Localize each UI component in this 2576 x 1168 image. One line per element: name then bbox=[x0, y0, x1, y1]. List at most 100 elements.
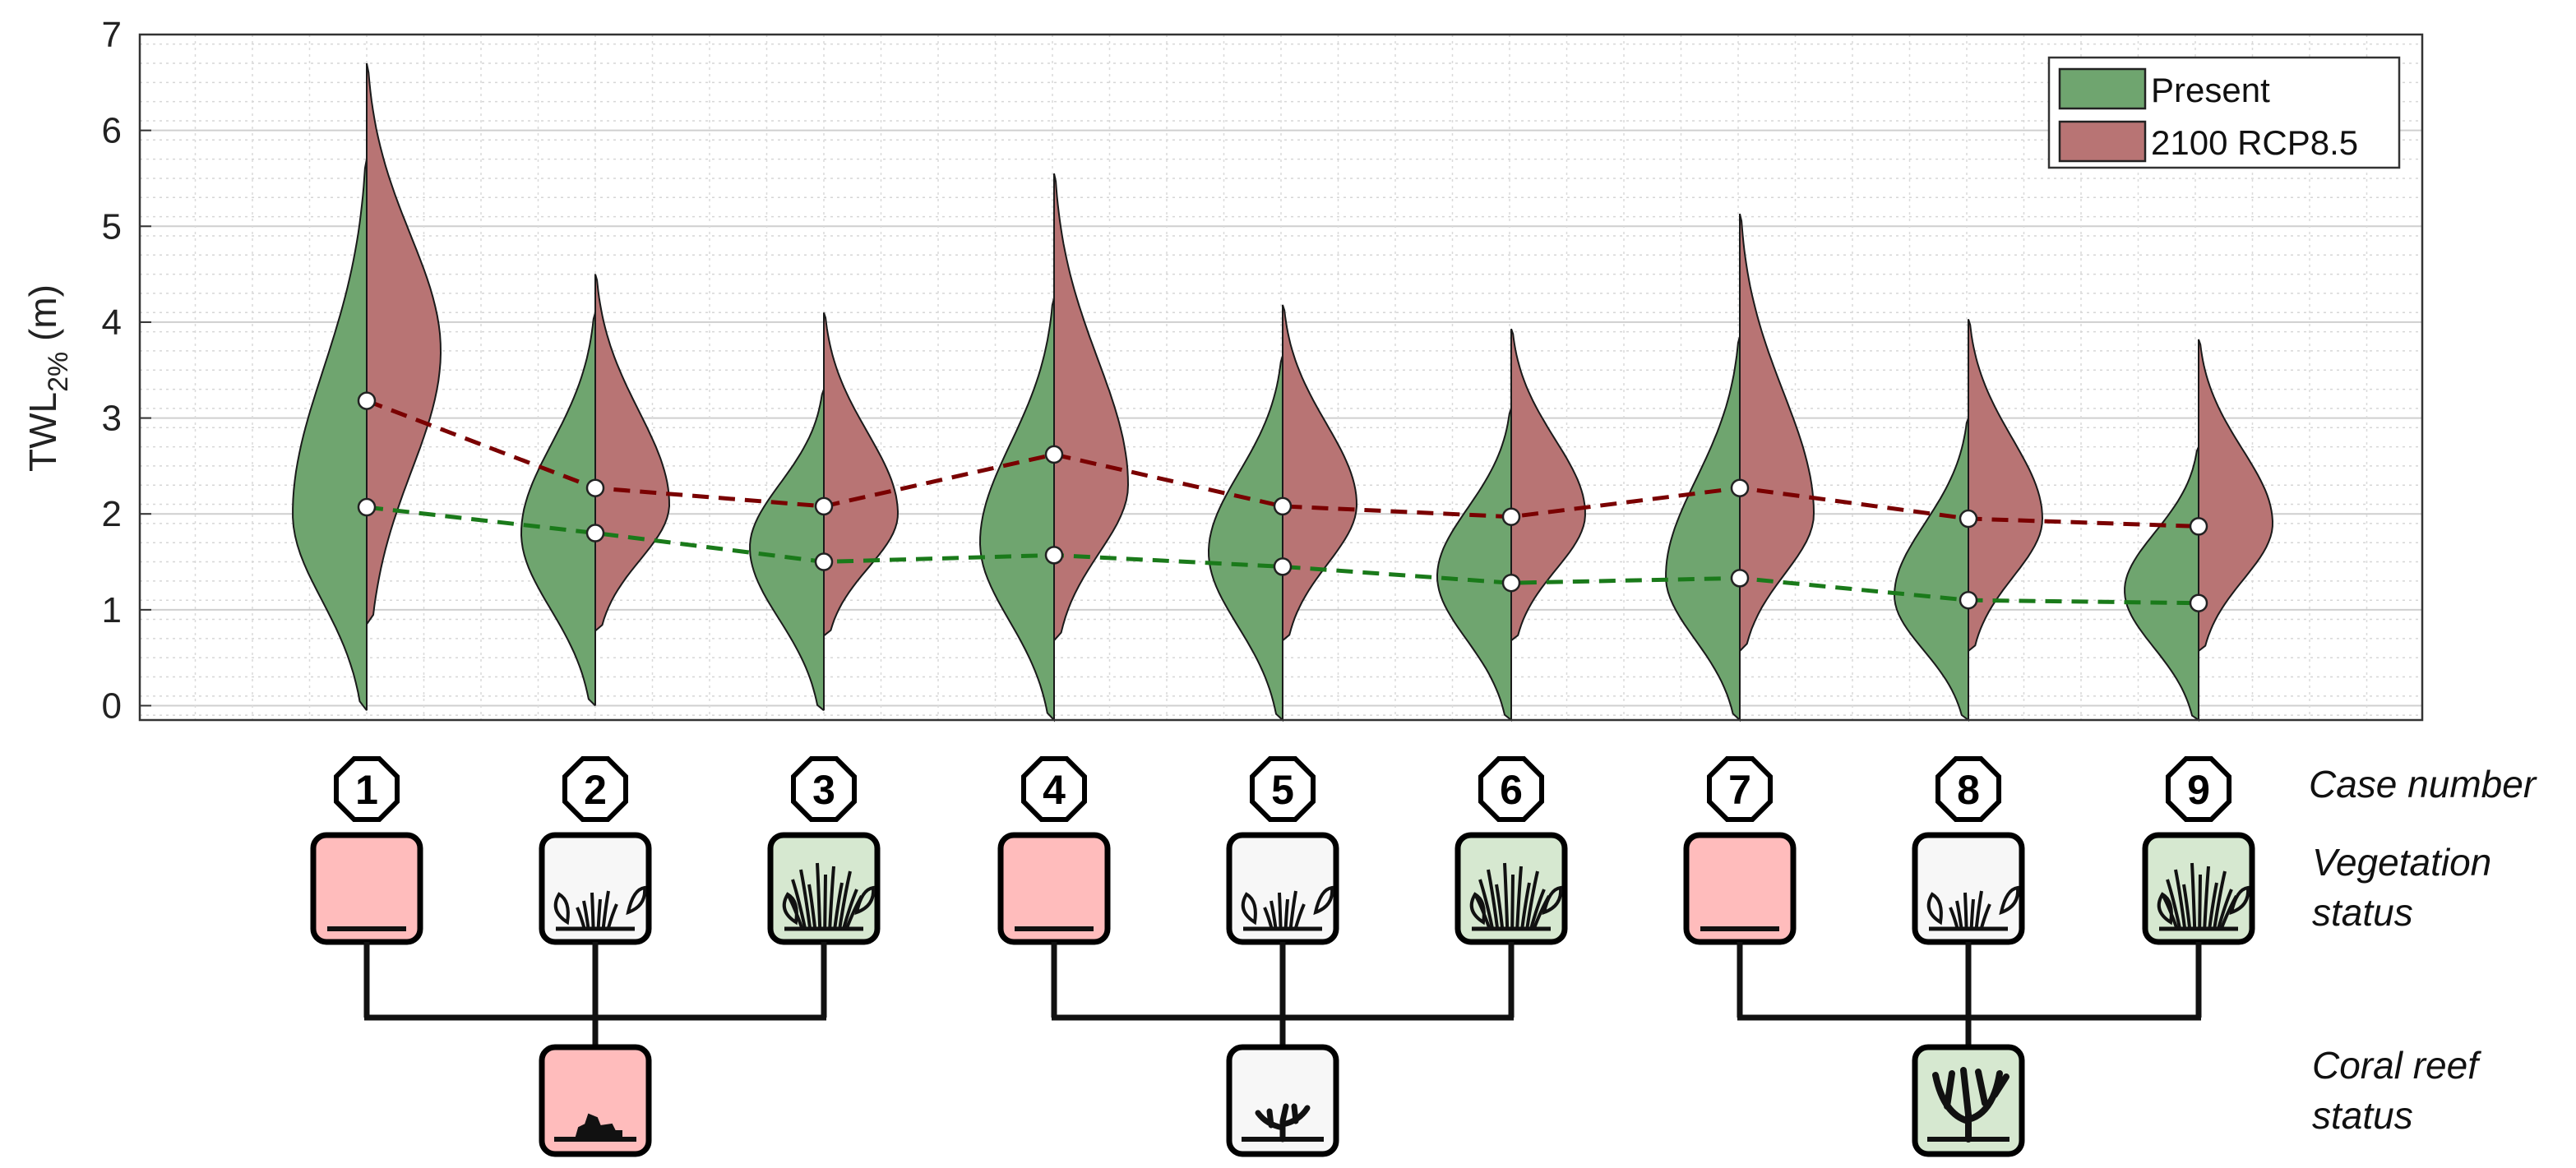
leaf bbox=[626, 885, 647, 916]
leaf bbox=[2229, 885, 2250, 916]
case-badge-octagon bbox=[791, 756, 857, 822]
vegetation-status-label-line2: status bbox=[2312, 891, 2413, 934]
violin-present-1 bbox=[292, 159, 368, 711]
violins bbox=[292, 62, 2274, 722]
grass-blade bbox=[1955, 900, 1963, 930]
median-future-5 bbox=[1273, 496, 1293, 516]
sparse-grass-icon bbox=[1226, 832, 1339, 945]
grass-blade bbox=[582, 900, 590, 930]
case-badge-3: 3 bbox=[791, 756, 857, 822]
violin-future-3 bbox=[823, 312, 900, 638]
median-present-6 bbox=[1501, 573, 1521, 593]
grass-blade bbox=[791, 879, 807, 930]
case-badge-1: 1 bbox=[334, 756, 400, 822]
coral-icon-group-2 bbox=[1226, 1044, 1339, 1157]
case-number: 3 bbox=[812, 767, 835, 813]
median-present-2 bbox=[585, 524, 605, 542]
case-badge-8: 8 bbox=[1935, 756, 2001, 822]
grass-blade bbox=[1963, 892, 1968, 930]
leaf bbox=[782, 892, 798, 926]
violin-present-7 bbox=[1665, 336, 1741, 722]
grass-blade bbox=[1520, 882, 1531, 930]
leaf bbox=[1926, 892, 1943, 926]
grass-blade bbox=[816, 862, 822, 930]
vegetation-icon-8 bbox=[1912, 832, 2025, 945]
median-future-4 bbox=[1044, 445, 1064, 464]
connector-group-1 bbox=[363, 942, 827, 1047]
leaf bbox=[553, 892, 570, 926]
grass-blade bbox=[807, 884, 817, 930]
median-present-8 bbox=[1959, 590, 1978, 610]
violin-future-9 bbox=[2198, 339, 2274, 652]
dead-coral-icon bbox=[539, 1044, 652, 1157]
case-number: 6 bbox=[1500, 767, 1523, 813]
y-axis-label: TWL2% (m) bbox=[21, 284, 74, 472]
case-badge-2: 2 bbox=[562, 756, 628, 822]
vegetation-icon-7 bbox=[1683, 832, 1797, 945]
grass-blade bbox=[1525, 870, 1539, 930]
median-markers bbox=[357, 391, 2208, 612]
median-present-9 bbox=[2189, 593, 2208, 612]
grass-blade bbox=[2198, 874, 2202, 930]
median-future-8 bbox=[1959, 509, 1978, 529]
violin-future-2 bbox=[594, 274, 671, 632]
median-future-1 bbox=[357, 391, 377, 410]
vegetation-icon-5 bbox=[1226, 832, 1339, 945]
grass-blade bbox=[833, 882, 844, 930]
grass-blade bbox=[2182, 884, 2192, 930]
y-tick-label: 5 bbox=[102, 206, 122, 247]
grass-blade bbox=[1270, 900, 1278, 930]
bare-ground-icon bbox=[310, 832, 423, 945]
leaf bbox=[1469, 892, 1486, 926]
case-number-label: Case number bbox=[2309, 763, 2537, 806]
case-number: 9 bbox=[2187, 767, 2210, 813]
coral-icon-group-1 bbox=[539, 1044, 652, 1157]
median-future-2 bbox=[585, 478, 605, 497]
coral-status-label-line1: Coral reef bbox=[2312, 1044, 2481, 1087]
grass-blade bbox=[838, 870, 852, 930]
grass-blade bbox=[1495, 884, 1505, 930]
violin-present-3 bbox=[749, 389, 825, 712]
vegetation-icon-9 bbox=[2142, 832, 2255, 945]
sparse-grass-icon bbox=[539, 832, 652, 945]
grass-blade bbox=[1529, 889, 1546, 930]
leaf bbox=[1999, 885, 2020, 916]
legend: Present 2100 RCP8.5 bbox=[2047, 56, 2401, 169]
leaf bbox=[1542, 885, 1563, 916]
leaf bbox=[2157, 892, 2173, 926]
case-number: 5 bbox=[1271, 767, 1294, 813]
case-number: 4 bbox=[1043, 767, 1066, 813]
legend-swatch-present bbox=[2058, 67, 2147, 110]
grass-blade bbox=[576, 907, 586, 930]
bare-ground-icon bbox=[1683, 832, 1797, 945]
case-badge-9: 9 bbox=[2166, 756, 2231, 822]
legend-swatch-future bbox=[2058, 120, 2147, 163]
violin-future-7 bbox=[1739, 213, 1815, 652]
grass-blade bbox=[842, 889, 858, 930]
vegetation-status-label-line1: Vegetation bbox=[2312, 841, 2491, 884]
case-badge-octagon bbox=[1478, 756, 1544, 822]
median-future-9 bbox=[2189, 517, 2208, 536]
y-tick-label: 6 bbox=[102, 111, 122, 151]
case-number: 2 bbox=[584, 767, 607, 813]
case-badge-octagon bbox=[1250, 756, 1316, 822]
small-coral-icon bbox=[1226, 1044, 1339, 1157]
grass-blade bbox=[1487, 869, 1500, 930]
case-badge-octagon bbox=[562, 756, 628, 822]
trend-line-present bbox=[366, 505, 2199, 606]
grass-blade bbox=[799, 869, 812, 930]
case-badge-6: 6 bbox=[1478, 756, 1544, 822]
y-tick-label: 2 bbox=[102, 494, 122, 534]
grass-blade bbox=[1515, 866, 1523, 930]
grass-blade bbox=[2203, 866, 2210, 930]
y-tick-label: 4 bbox=[102, 302, 122, 343]
median-present-4 bbox=[1044, 546, 1064, 565]
grass-blade bbox=[1969, 898, 1975, 930]
grass-blade bbox=[1949, 907, 1959, 930]
violin-future-1 bbox=[366, 62, 442, 627]
violin-present-8 bbox=[1893, 418, 1969, 722]
grass-blade bbox=[596, 898, 602, 930]
legend-label-future: 2100 RCP8.5 bbox=[2151, 123, 2358, 162]
vegetation-icon-3 bbox=[767, 832, 881, 945]
